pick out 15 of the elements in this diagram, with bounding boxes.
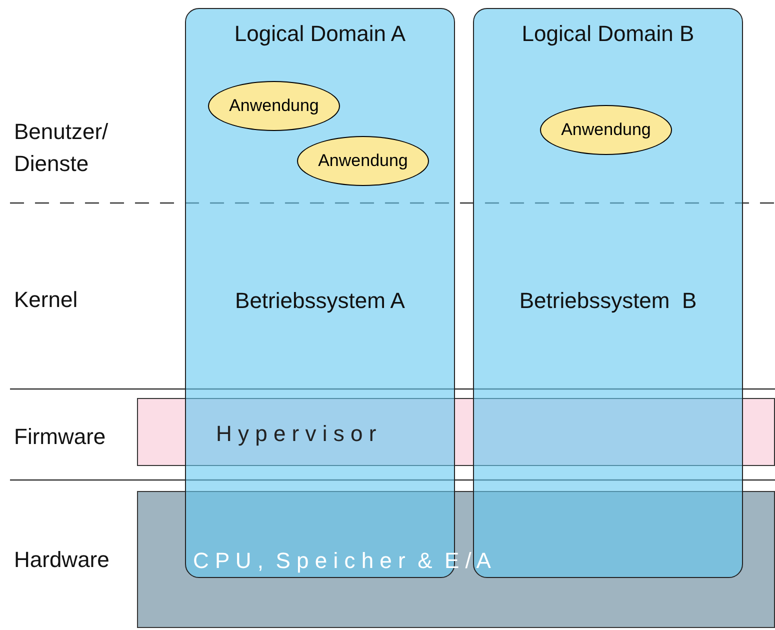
layer-label: Benutzer/ Dienste bbox=[14, 118, 110, 178]
os-label: Betriebssystem A bbox=[234, 287, 406, 315]
domain-title: Logical Domain A bbox=[233, 20, 407, 48]
domain-title: Logical Domain B bbox=[520, 20, 696, 48]
application-ellipse: Anwendung bbox=[297, 136, 429, 186]
layer-label: Kernel bbox=[14, 286, 79, 314]
hypervisor-label: H y p e r v i s o r bbox=[216, 420, 376, 448]
logical-domain-panel bbox=[473, 8, 743, 578]
os-label: Betriebssystem B bbox=[518, 287, 698, 315]
application-ellipse: Anwendung bbox=[540, 105, 672, 155]
application-ellipse: Anwendung bbox=[208, 81, 340, 131]
hardware-band bbox=[137, 491, 775, 628]
hypervisor-band bbox=[137, 398, 775, 466]
layer-label: Hardware bbox=[14, 546, 110, 574]
layer-label: Firmware bbox=[14, 423, 107, 451]
